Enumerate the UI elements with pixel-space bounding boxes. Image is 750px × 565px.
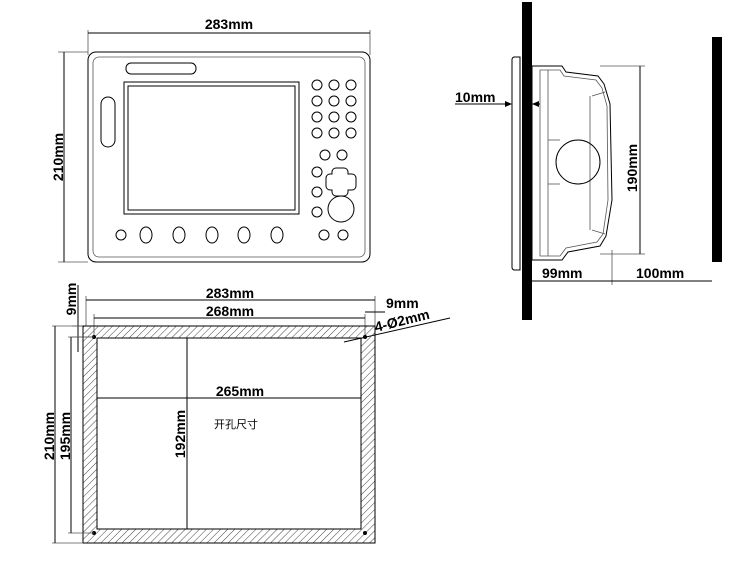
screen-outer <box>123 81 300 215</box>
side-knob <box>555 139 601 185</box>
rear-wall <box>712 37 722 262</box>
rotary-knob <box>327 195 355 223</box>
cutout-inner-height-label: 195mm <box>57 412 73 460</box>
cutout-margin-top-label: 9mm <box>63 283 79 316</box>
cutout-margin-right-label: 9mm <box>386 295 419 311</box>
side-bezel <box>511 56 521 271</box>
side-height-label: 190mm <box>624 144 640 192</box>
keypad-buttons <box>311 79 357 218</box>
side-panel-thickness-label: 10mm <box>455 89 495 105</box>
side-depth-label: 99mm <box>542 265 582 281</box>
cutout-outer-height-label: 210mm <box>41 412 57 460</box>
front-height-label: 210mm <box>50 133 66 181</box>
cutout-hole-spacing-label: 268mm <box>206 303 254 319</box>
device-outer-frame <box>87 51 371 263</box>
bottom-buttons <box>115 226 349 244</box>
cutout-caption: 开孔尺寸 <box>214 417 258 431</box>
device-bezel <box>92 56 366 258</box>
cutout-hatched-frame <box>82 325 376 544</box>
cutout-width-label: 265mm <box>216 383 264 399</box>
screen-display <box>127 85 296 211</box>
front-width-label: 283mm <box>205 16 253 32</box>
cutout-outer-width-label: 283mm <box>206 285 254 301</box>
side-view: 10mm 190mm 99mm 100mm <box>455 2 722 320</box>
front-view: 283mm 210mm <box>50 16 371 263</box>
top-slot <box>125 62 197 75</box>
side-housing <box>531 65 613 261</box>
side-clearance-label: 100mm <box>636 265 684 281</box>
mounting-panel <box>522 2 532 320</box>
mounting-holes <box>92 335 367 535</box>
cutout-height-label: 192mm <box>172 410 188 458</box>
cutout-view: 283mm 268mm 9mm 4-Ø2mm 9mm 265mm 192mm <box>41 283 451 544</box>
left-handle <box>100 96 116 148</box>
dpad-control <box>325 167 357 197</box>
